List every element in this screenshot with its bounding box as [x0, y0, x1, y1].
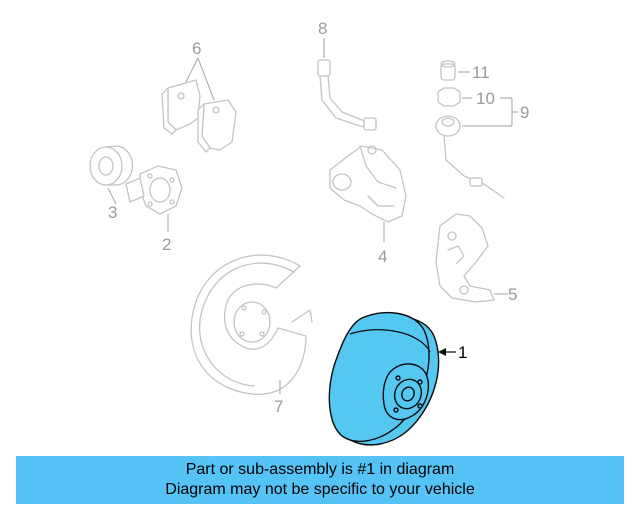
- callout-11: 11: [472, 63, 490, 82]
- caliper-bracket-part-5: [435, 213, 508, 303]
- splash-shield-part-7: [190, 254, 313, 395]
- info-banner: Part or sub-assembly is #1 in diagram Di…: [16, 456, 624, 504]
- parts-diagram: 6 3 2 8 4: [89, 19, 529, 446]
- callout-10: 10: [476, 89, 495, 108]
- callout-1: 1: [458, 343, 467, 362]
- callout-3: 3: [108, 203, 117, 222]
- brake-rotor-part-1[interactable]: [328, 311, 456, 446]
- wheel-bearing-part-3: [89, 145, 134, 205]
- callout-9: 9: [520, 103, 529, 122]
- brake-hose-part-8: [317, 38, 377, 131]
- callout-5: 5: [508, 285, 517, 304]
- callout-7: 7: [274, 397, 283, 416]
- brake-caliper-part-4: [329, 145, 407, 242]
- banner-line-1: Part or sub-assembly is #1 in diagram: [185, 461, 455, 478]
- brake-pads-part-6: [161, 57, 237, 153]
- wear-sensor-part-9: [435, 60, 518, 199]
- callout-8: 8: [318, 19, 327, 38]
- wheel-hub-part-2: [125, 165, 183, 232]
- callout-4: 4: [378, 247, 387, 266]
- banner-line-2: Diagram may not be specific to your vehi…: [165, 481, 475, 498]
- callout-6: 6: [192, 39, 201, 58]
- callout-2: 2: [162, 235, 171, 254]
